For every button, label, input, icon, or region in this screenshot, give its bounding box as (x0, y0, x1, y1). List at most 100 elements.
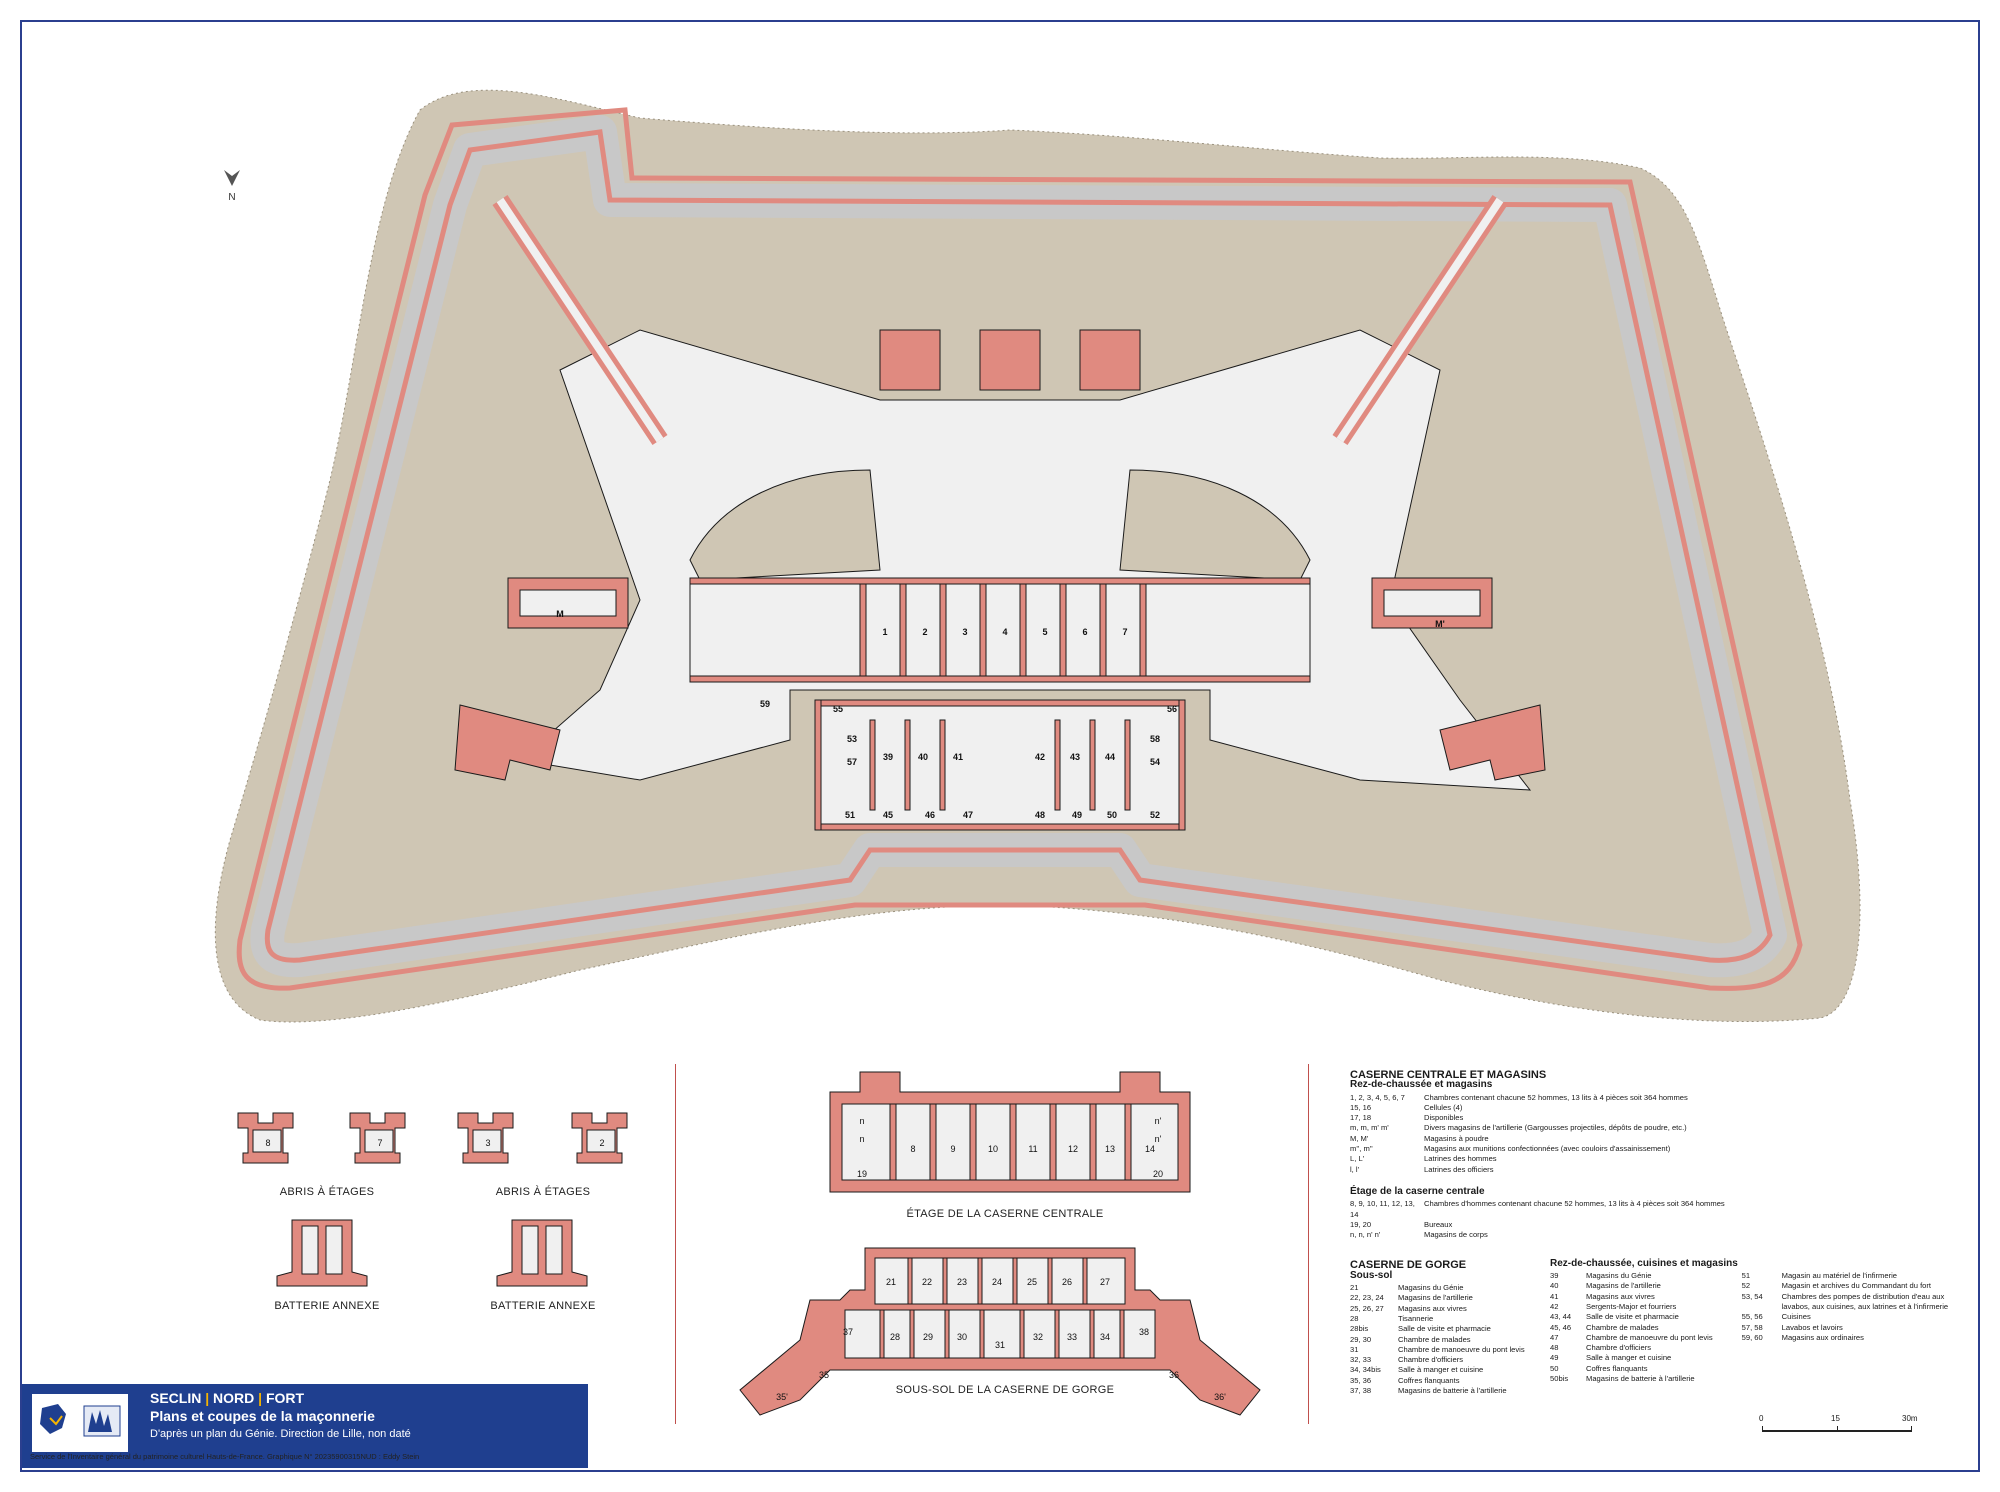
legend-key: 48 (1550, 1343, 1559, 1353)
legend-title-rdc: Rez-de-chaussée, cuisines et magasins (1550, 1257, 1738, 1269)
legend-title-centrale: CASERNE CENTRALE ET MAGASINS (1350, 1069, 1547, 1081)
rampart-inner-wall (264, 129, 1773, 963)
legend-row: m'', m''Magasins aux munitions confectio… (1350, 1144, 1960, 1154)
legend-key: 28bis (1350, 1324, 1369, 1334)
room-label: 35' (776, 1392, 788, 1402)
etage-plan: 8 9 10 11 12 13 14 n n 19 n' n' 20 (829, 1071, 1191, 1193)
room-label: 41 (953, 752, 963, 762)
legend-value: Divers magasins de l'artillerie (Gargous… (1424, 1123, 1687, 1133)
room-label: 44 (1105, 752, 1115, 762)
legend-value: Latrines des officiers (1424, 1164, 1494, 1174)
room-label: 43 (1070, 752, 1080, 762)
room-label: 12 (1068, 1144, 1078, 1154)
legend-key: 59, 60 (1741, 1332, 1763, 1342)
legend-value: Magasins de batterie à l'artillerie (1398, 1386, 1507, 1396)
legend-key: 15, 16 (1350, 1102, 1372, 1112)
legend-value: Magasins de corps (1424, 1230, 1488, 1240)
room-label: 32 (1033, 1332, 1043, 1342)
legend-key: 57, 58 (1741, 1322, 1763, 1332)
legend-value: Cellules (4) (1424, 1102, 1463, 1112)
legend-key: 37, 38 (1350, 1386, 1372, 1396)
legend-key: 29, 30 (1350, 1334, 1372, 1344)
legend-key: 55, 56 (1741, 1312, 1763, 1322)
gallery-nw-core (496, 197, 664, 443)
room-label: 25 (1027, 1277, 1037, 1287)
room-label: 28 (890, 1332, 900, 1342)
scale-label: 15 (1831, 1414, 1840, 1423)
legend-value: Chambres contenant chacune 52 hommes, 13… (1424, 1092, 1688, 1102)
legend-key: 49 (1550, 1353, 1559, 1363)
room-label: 37 (843, 1327, 853, 1337)
court-left (689, 469, 881, 581)
room-label: 49 (1072, 810, 1082, 820)
legend-value: Cuisines (1781, 1312, 1811, 1322)
legend-key: 19, 20 (1350, 1219, 1372, 1229)
room-label: 21 (886, 1277, 896, 1287)
legend-key: 39 (1550, 1271, 1559, 1281)
legend-key: M, M' (1350, 1133, 1369, 1143)
legend-title-gorge: CASERNE DE GORGE (1350, 1259, 1467, 1272)
room-label: 6 (1082, 627, 1087, 637)
legend-row: 59, 60 Magasins aux ordinaires (1742, 1333, 1960, 1343)
room-label: 59 (760, 699, 770, 709)
legend-row: 37, 38 Magasins de batterie à l'artilleri… (1350, 1386, 1550, 1396)
room-label: 7 (1122, 627, 1127, 637)
room-label: 13 (1105, 1144, 1115, 1154)
room-label: 56 (1167, 704, 1177, 714)
room-label: 1 (882, 627, 887, 637)
room-label: 54 (1150, 757, 1160, 767)
room-label: 31 (995, 1340, 1005, 1350)
escarp-wall (236, 107, 1803, 991)
abris-number: 8 (265, 1138, 270, 1148)
room-label: 8 (910, 1144, 915, 1154)
room-label: 34 (1100, 1332, 1110, 1342)
room-label: 55 (833, 704, 843, 714)
legend-row: m, m, m' m'Divers magasins de l'artiller… (1350, 1123, 1960, 1133)
legend-value: Magasins de l'artillerie (1586, 1281, 1661, 1291)
room-label: 46 (925, 810, 935, 820)
room-label: 58 (1150, 734, 1160, 744)
room-label: 22 (922, 1277, 932, 1287)
room-label: 30 (957, 1332, 967, 1342)
room-label: 4 (1002, 627, 1007, 637)
caption-abris-1: ABRIS À ÉTAGES (279, 1186, 375, 1198)
legend-value: Lavabos et lavoirs (1781, 1322, 1843, 1332)
room-label: 40 (918, 752, 928, 762)
legend-key: 52 (1741, 1281, 1751, 1291)
legend-value: Tisannerie (1398, 1313, 1434, 1323)
room-label: n (859, 1134, 864, 1144)
room-labels-central: 1 2 3 4 5 6 7 (882, 627, 1127, 637)
room-label: 23 (957, 1277, 967, 1287)
legend-value: Magasins aux ordinaires (1781, 1332, 1864, 1342)
central-barracks (689, 577, 1311, 683)
room-label: 36' (1214, 1392, 1226, 1402)
magazine-m-prime (1371, 577, 1493, 629)
room-label: 14 (1145, 1144, 1155, 1154)
legend-row: n, n, n' n'Magasins de corps (1350, 1230, 1960, 1240)
caption-sous-sol: SOUS-SOL DE LA CASERNE DE GORGE (895, 1384, 1115, 1396)
legend-value: Magasins du Génie (1398, 1283, 1464, 1293)
legend-key: 35, 36 (1350, 1375, 1372, 1385)
room-label: 39 (883, 752, 893, 762)
legend-key: 41 (1550, 1291, 1559, 1301)
legend-value: Magasins aux vivres (1586, 1291, 1655, 1301)
legend-key: 28 (1350, 1313, 1359, 1323)
legend-value: Salle de visite et pharmacie (1586, 1312, 1679, 1322)
caption-etage: ÉTAGE DE LA CASERNE CENTRALE (906, 1208, 1104, 1220)
legend-value: Disponibles (1424, 1113, 1464, 1123)
legend-row: l, l'Latrines des officiers (1350, 1165, 1960, 1175)
abris-number: 2 (599, 1138, 604, 1148)
caption-batterie-1: BATTERIE ANNEXE (274, 1300, 380, 1312)
